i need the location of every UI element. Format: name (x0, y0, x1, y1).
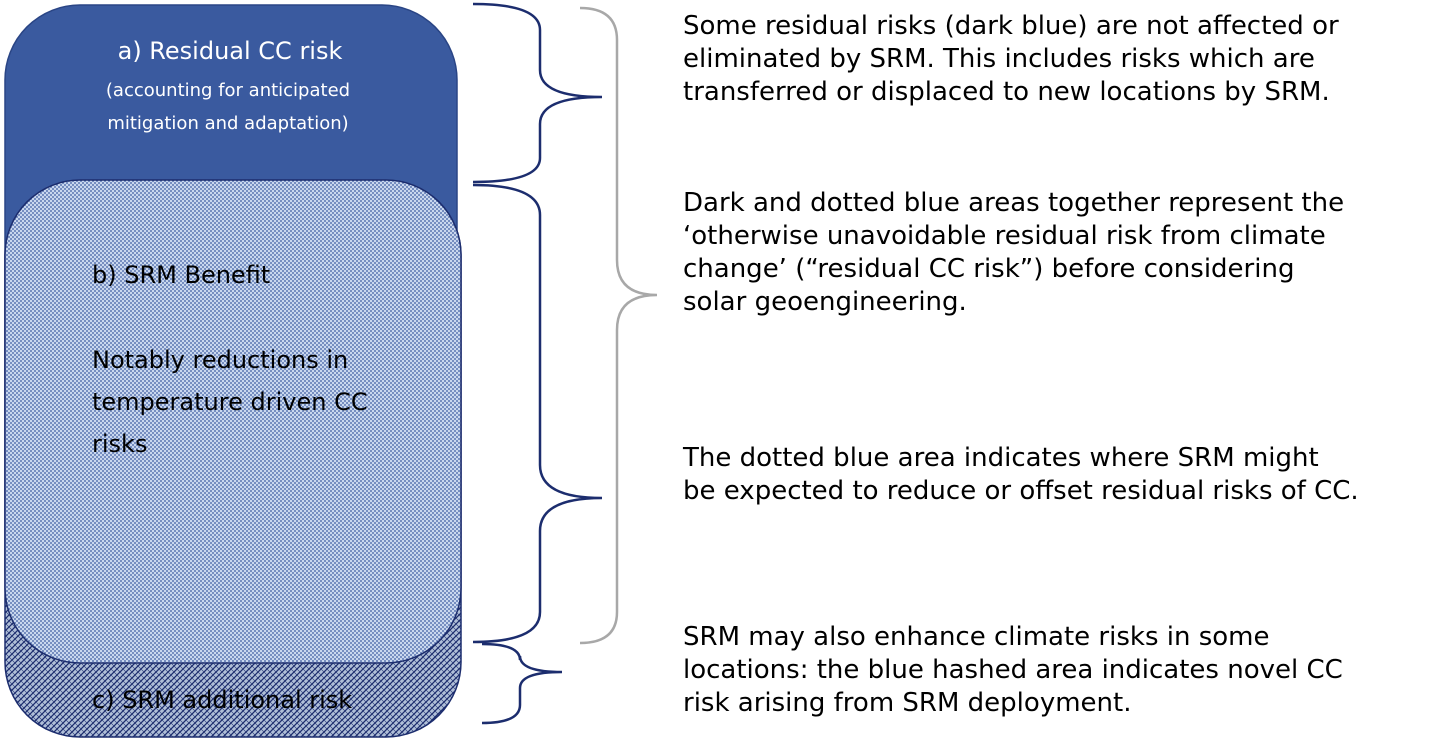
note-dark-blue-line-2: eliminated by SRM. This includes risks w… (683, 44, 1315, 74)
residual-box-title: a) Residual CC risk (118, 37, 343, 65)
srm-benefit-box (4, 179, 462, 664)
note-combined-line-2: ‘otherwise unavoidable residual risk fro… (683, 221, 1326, 251)
benefit-box-title: b) SRM Benefit (92, 261, 270, 289)
brace-dotted (472, 183, 603, 644)
brace-hashed (481, 642, 563, 725)
benefit-box-detail-line-3: risks (92, 430, 147, 458)
note-hashed-line-2: locations: the blue hashed area indicate… (683, 655, 1343, 685)
brace-combined (579, 6, 658, 645)
note-combined-line-1: Dark and dotted blue areas together repr… (683, 188, 1345, 218)
residual-box-subtitle-line-1: (accounting for anticipated (106, 80, 350, 101)
brace-dark-blue (472, 2, 603, 184)
note-hashed-line-3: risk arising from SRM deployment. (683, 688, 1132, 718)
additional-box-title: c) SRM additional risk (92, 686, 352, 714)
note-hashed-line-1: SRM may also enhance climate risks in so… (683, 622, 1270, 652)
note-dotted-line-1: The dotted blue area indicates where SRM… (683, 443, 1319, 473)
note-combined-line-3: change’ (“residual CC risk”) before cons… (683, 254, 1295, 284)
note-dark-blue-line-1: Some residual risks (dark blue) are not … (683, 11, 1339, 41)
note-combined-line-4: solar geoengineering. (683, 287, 967, 317)
note-dotted-line-2: be expected to reduce or offset residual… (683, 476, 1359, 506)
note-hashed: SRM may also enhance climate risks in so… (683, 621, 1448, 720)
note-dotted: The dotted blue area indicates where SRM… (683, 442, 1448, 508)
benefit-box-detail-line-2: temperature driven CC (92, 388, 368, 416)
note-combined: Dark and dotted blue areas together repr… (683, 187, 1448, 319)
residual-box-subtitle-line-2: mitigation and adaptation) (107, 113, 348, 134)
benefit-box-detail-line-1: Notably reductions in (92, 346, 348, 374)
note-dark-blue-line-3: transferred or displaced to new location… (683, 77, 1330, 107)
note-dark-blue: Some residual risks (dark blue) are not … (683, 10, 1448, 109)
